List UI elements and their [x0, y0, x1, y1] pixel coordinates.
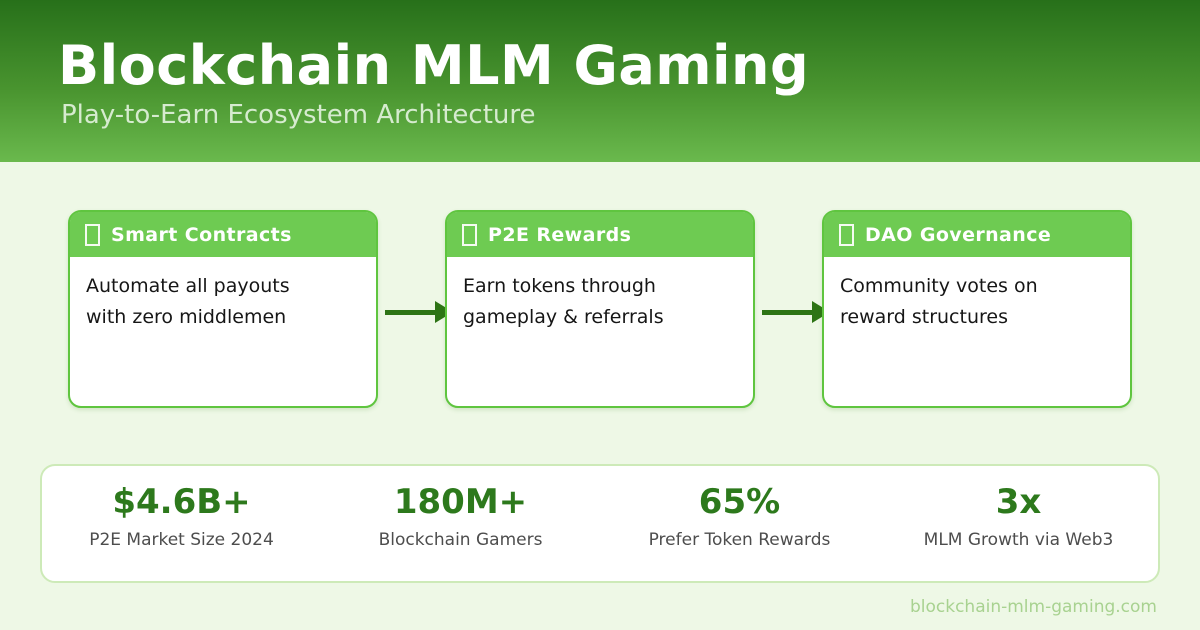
header-banner: Blockchain MLM Gaming Play-to-Earn Ecosy…	[0, 0, 1200, 162]
stat-label: Prefer Token Rewards	[648, 530, 831, 550]
card-smart-contracts: Smart Contracts Automate all payouts wit…	[68, 210, 378, 408]
card-title: DAO Governance	[865, 223, 1052, 246]
page-title: Blockchain MLM Gaming	[58, 34, 810, 97]
flow-arrow-icon	[762, 301, 830, 323]
card-text-line: Automate all payouts	[86, 275, 290, 297]
arrow-shaft	[762, 309, 812, 315]
card-text-line: Community votes on	[840, 275, 1038, 297]
missing-glyph-icon	[839, 223, 854, 246]
page-subtitle: Play-to-Earn Ecosystem Architecture	[61, 100, 536, 130]
stat-blockchain-gamers: 180M+ Blockchain Gamers	[321, 466, 600, 581]
card-dao-governance-header: DAO Governance	[824, 212, 1130, 257]
card-dao-governance: DAO Governance Community votes on reward…	[822, 210, 1132, 408]
card-title: Smart Contracts	[111, 223, 292, 246]
stat-token-rewards: 65% Prefer Token Rewards	[600, 466, 879, 581]
card-body: Earn tokens through gameplay & referrals	[447, 257, 753, 333]
card-smart-contracts-header: Smart Contracts	[70, 212, 376, 257]
arrow-shaft	[385, 309, 435, 315]
flow-arrow-icon	[385, 301, 453, 323]
stat-market-size: $4.6B+ P2E Market Size 2024	[42, 466, 321, 581]
card-p2e-rewards-header: P2E Rewards	[447, 212, 753, 257]
card-p2e-rewards: P2E Rewards Earn tokens through gameplay…	[445, 210, 755, 408]
card-body: Automate all payouts with zero middlemen	[70, 257, 376, 333]
card-body: Community votes on reward structures	[824, 257, 1130, 333]
card-text-line: with zero middlemen	[86, 306, 287, 328]
missing-glyph-icon	[462, 223, 477, 246]
stat-label: P2E Market Size 2024	[89, 530, 274, 550]
stat-mlm-growth: 3x MLM Growth via Web3	[879, 466, 1158, 581]
card-title: P2E Rewards	[488, 223, 632, 246]
stats-bar: $4.6B+ P2E Market Size 2024 180M+ Blockc…	[40, 464, 1160, 583]
stat-label: Blockchain Gamers	[378, 530, 543, 550]
card-text-line: reward structures	[840, 306, 1008, 328]
stat-value: $4.6B+	[112, 482, 251, 522]
card-text-line: Earn tokens through	[463, 275, 656, 297]
stat-value: 180M+	[393, 482, 528, 522]
stat-value: 3x	[995, 482, 1042, 522]
stat-label: MLM Growth via Web3	[923, 530, 1114, 550]
card-text-line: gameplay & referrals	[463, 306, 664, 328]
stat-value: 65%	[698, 482, 781, 522]
missing-glyph-icon	[85, 223, 100, 246]
footer-domain-text: blockchain-mlm-gaming.com	[909, 597, 1157, 617]
